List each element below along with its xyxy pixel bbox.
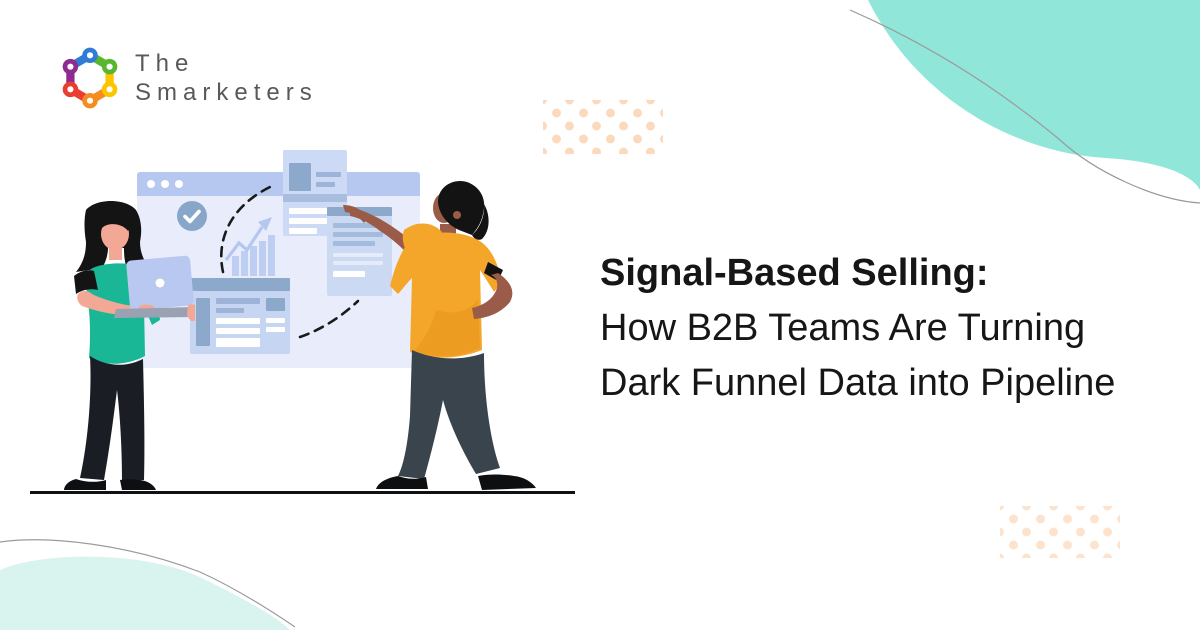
corner-blob-top-right: [850, 0, 1200, 204]
man-figure: [343, 180, 536, 490]
logo-line-2: Smarketers: [135, 79, 318, 106]
logo-line-1: The: [135, 50, 195, 77]
ui-card-top: [283, 150, 347, 236]
window-dot-icon: [147, 180, 155, 188]
logo: The Smarketers: [57, 45, 318, 111]
ui-line: [333, 232, 383, 237]
ui-line: [289, 228, 317, 234]
ui-line: [216, 308, 244, 313]
dot-grid-bottom: [1000, 506, 1120, 558]
browser-header: [137, 172, 420, 196]
ui-line: [333, 261, 383, 265]
ui-sidebar: [196, 298, 210, 346]
bar-chart-icon: [224, 217, 275, 276]
ui-card-bottom: [190, 278, 290, 354]
ui-line: [216, 318, 260, 324]
woman-figure: [64, 201, 195, 490]
ui-line: [289, 208, 335, 214]
check-icon: [177, 201, 207, 231]
window-dot-icon: [161, 180, 169, 188]
logo-hex-chain-icon: [62, 47, 118, 109]
ui-line: [289, 218, 335, 224]
ui-block: [216, 338, 260, 347]
ui-band: [283, 194, 347, 202]
ui-line: [333, 223, 383, 228]
ui-line: [333, 241, 375, 246]
ui-line: [266, 318, 285, 323]
title-line-3: Dark Funnel Data into Pipeline: [600, 362, 1116, 404]
dashed-arrow-icon: [298, 299, 360, 339]
ui-block: [266, 298, 285, 311]
illustration: [30, 148, 575, 498]
ui-line: [333, 271, 365, 277]
dot-grid-top: [543, 100, 663, 154]
ui-line: [216, 328, 260, 334]
logo-text: The Smarketers: [135, 49, 318, 107]
ui-line: [333, 253, 383, 257]
ui-line: [316, 182, 335, 187]
corner-blob-bottom-left: [0, 539, 296, 630]
ground-line: [30, 491, 575, 494]
ui-line: [266, 327, 285, 332]
ui-line: [216, 298, 260, 304]
title-line-2: How B2B Teams Are Turning: [600, 307, 1086, 349]
dashed-arrow-icon: [220, 184, 274, 274]
window-dot-icon: [175, 180, 183, 188]
ui-thumbnail: [289, 163, 311, 191]
card-header-bar: [190, 278, 290, 291]
title-line-1: Signal-Based Selling:: [600, 252, 989, 294]
ui-line: [316, 172, 341, 177]
article-title: Signal-Based Selling: How B2B Teams Are …: [600, 246, 1180, 411]
